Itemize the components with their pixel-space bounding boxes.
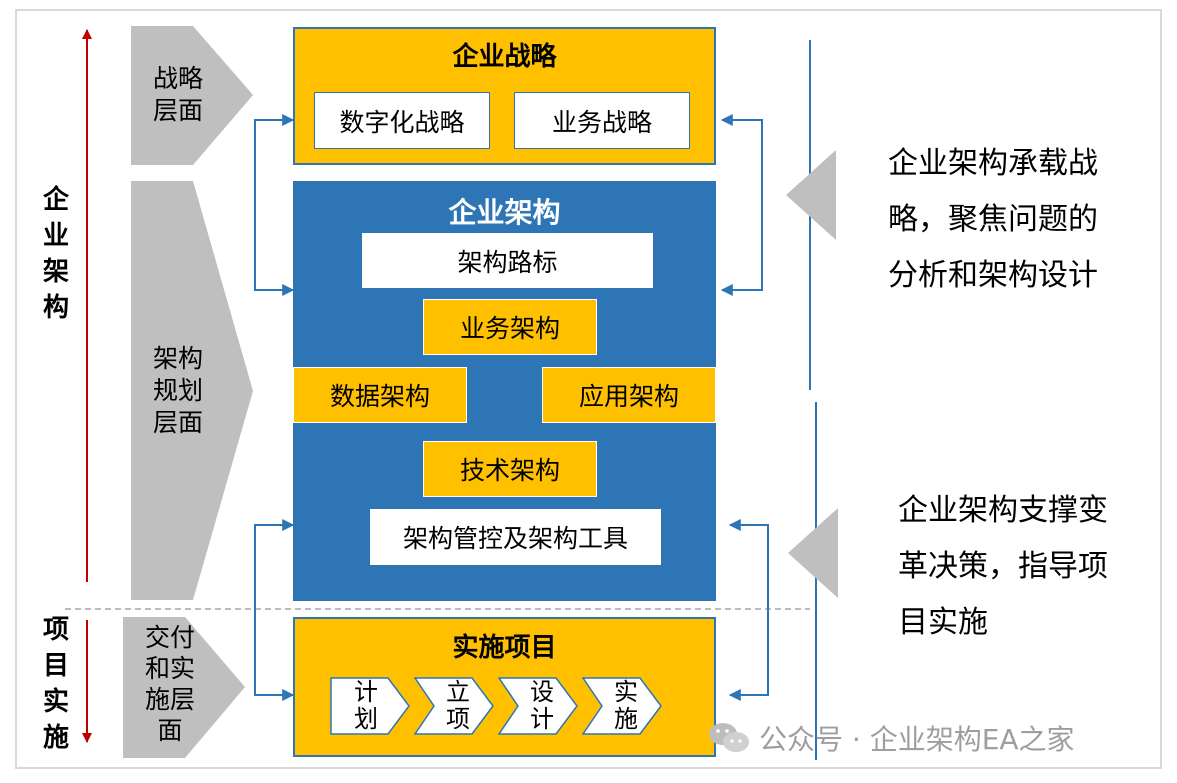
business-strategy-card: 业务战略 xyxy=(514,92,690,149)
step-plan-shape xyxy=(330,677,410,735)
right-pointer-top xyxy=(786,150,836,240)
note-top: 企业架构承载战 略，聚焦问题的 分析和架构设计 xyxy=(888,146,1098,293)
step-plan-label: 计 划 xyxy=(354,678,378,733)
step-implement-shape xyxy=(582,677,662,735)
project-axis-label: 项目 实施 xyxy=(42,615,69,753)
business-architecture-card: 业务架构 xyxy=(423,299,597,355)
delivery-layer-label: 交付 和实 施层 面 xyxy=(144,623,195,745)
step-approve-label: 立 项 xyxy=(446,678,470,733)
governance-tools-card: 架构管控及架构工具 xyxy=(369,508,662,566)
technology-architecture-card: 技术架构 xyxy=(423,441,597,497)
step-implement-label: 实 施 xyxy=(614,678,638,733)
right-bracket-bottom xyxy=(728,519,769,701)
diagram-frame xyxy=(15,9,1162,769)
right-bracket-top xyxy=(720,114,763,296)
strategy-box-title: 企业战略 xyxy=(452,42,557,72)
wechat-icon xyxy=(709,723,749,752)
digital-strategy-card: 数字化战略 xyxy=(314,92,490,149)
left-bracket-top xyxy=(254,114,295,296)
planning-layer-label: 架构 规划 层面 xyxy=(152,344,203,437)
step-design-label: 设 计 xyxy=(530,678,554,733)
application-architecture-card: 应用架构 xyxy=(542,367,716,423)
delivery-chevron xyxy=(123,617,245,758)
planning-chevron xyxy=(131,181,253,600)
note-bottom: 企业架构支撑变 革决策，指导项 目实施 xyxy=(898,493,1108,640)
roadmap-card: 架构路标 xyxy=(361,232,654,289)
strategy-chevron xyxy=(131,26,253,165)
ea-axis-label: 企业 架构 xyxy=(42,185,69,323)
ea-box-title: 企业架构 xyxy=(448,196,561,229)
watermark: 公众号 · 企业架构EA之家 xyxy=(707,718,1075,758)
right-pointer-bottom xyxy=(788,508,838,598)
project-box-title: 实施项目 xyxy=(452,633,557,663)
data-architecture-card: 数据架构 xyxy=(293,367,467,423)
left-bracket-bottom xyxy=(254,519,295,701)
step-design-shape xyxy=(498,677,578,735)
watermark-text: 公众号 · 企业架构EA之家 xyxy=(759,723,1075,756)
strategy-layer-label: 战略 层面 xyxy=(152,64,203,125)
step-approve-shape xyxy=(414,677,494,735)
